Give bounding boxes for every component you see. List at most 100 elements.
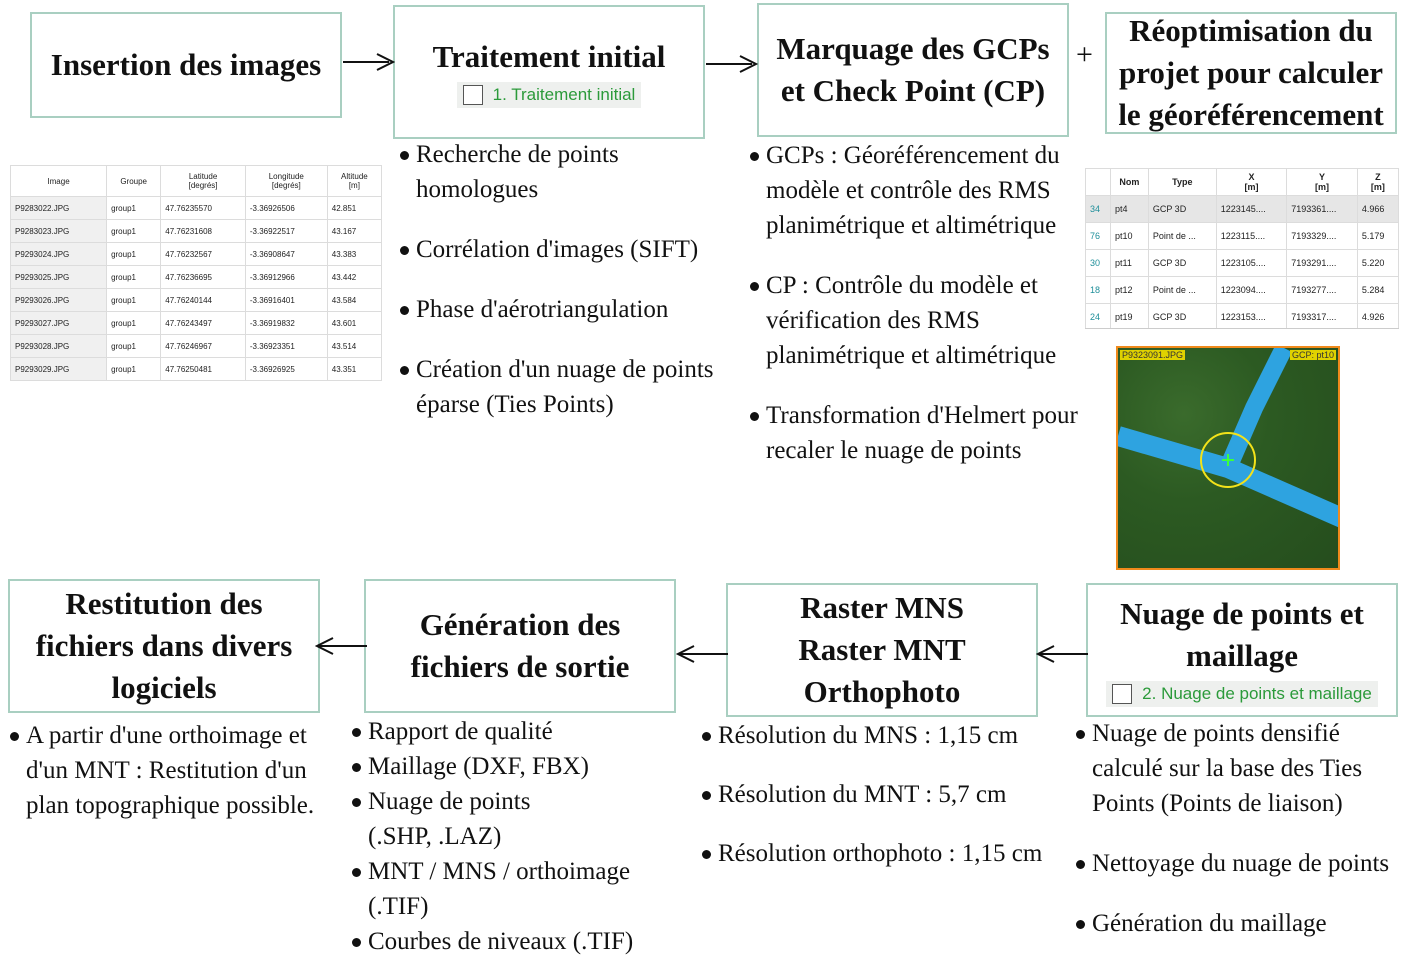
table-cell: 7193329.... — [1286, 222, 1358, 250]
table-cell: 7193291.... — [1286, 249, 1358, 277]
table-cell: P9293027.JPG — [9, 311, 108, 335]
arrow-right-icon — [343, 53, 395, 71]
bullet-item: Résolution orthophoto : 1,15 cm — [702, 836, 1082, 871]
table-cell: 47.76231608 — [160, 219, 246, 243]
arrow-left-icon — [1036, 645, 1088, 663]
table-cell: -3.36912966 — [244, 265, 328, 289]
bullet-item: Recherche de points homologues — [400, 137, 740, 207]
column-header[interactable]: X [m] — [1215, 168, 1288, 196]
table-cell: 76 — [1085, 222, 1111, 250]
table-header-row: Nom Type X [m] Y [m] Z [m] — [1085, 168, 1399, 196]
column-header[interactable]: Altitude [m] — [326, 165, 383, 197]
column-header[interactable]: Groupe — [106, 165, 162, 197]
column-header[interactable]: Type — [1147, 168, 1217, 196]
generation-bullets: Rapport de qualité Maillage (DXF, FBX) N… — [352, 714, 682, 959]
table-cell: 1223105.... — [1215, 249, 1288, 277]
table-cell: group1 — [106, 219, 162, 243]
restitution-bullets: A partir d'une orthoimage et d'un MNT : … — [10, 718, 320, 823]
table-cell: P9293028.JPG — [9, 334, 108, 358]
table-cell: 47.76240144 — [160, 288, 246, 312]
bullet-item: Courbes de niveaux (.TIF) — [352, 924, 682, 959]
table-cell: 43.351 — [326, 357, 383, 381]
checkbox-icon[interactable] — [1112, 684, 1133, 704]
table-cell: 5.220 — [1356, 249, 1399, 277]
gcp-photo[interactable]: P9323091.JPG GCP: pt10 — [1116, 346, 1340, 570]
traitement-checkbox[interactable]: 1. Traitement initial — [456, 82, 642, 108]
table-cell: 30 — [1085, 249, 1111, 277]
table-cell: Point de ... — [1147, 222, 1217, 250]
traitement-checkbox-label: 1. Traitement initial — [492, 85, 636, 104]
table-cell: group1 — [106, 357, 162, 381]
table-cell: 24 — [1085, 303, 1111, 328]
table-cell: P9283023.JPG — [9, 219, 108, 243]
table-cell: 7193361.... — [1286, 195, 1358, 223]
bullet-item: Nettoyage du nuage de points — [1076, 846, 1401, 881]
column-header[interactable]: Longitude [degrés] — [244, 165, 328, 197]
table-cell: group1 — [106, 196, 162, 220]
column-header[interactable]: Nom — [1110, 168, 1149, 196]
table-cell: 4.966 — [1356, 195, 1399, 223]
step-traitement-box: Traitement initial 1. Traitement initial — [393, 5, 705, 139]
step-reoptim-title: Réoptimisation du projet pour calculer l… — [1118, 13, 1384, 132]
column-header[interactable]: Latitude [degrés] — [160, 165, 246, 197]
step-marquage-box: Marquage des GCPs et Check Point (CP) — [757, 3, 1069, 137]
step-raster-title: Raster MNS Raster MNT Orthophoto — [798, 590, 966, 709]
table-cell: -3.36908647 — [244, 242, 328, 266]
table-cell: 7193277.... — [1286, 276, 1358, 304]
table-cell: 47.76243497 — [160, 311, 246, 335]
table-cell: -3.36916401 — [244, 288, 328, 312]
bullet-item: Maillage (DXF, FBX) — [352, 749, 682, 784]
nuage-bullets: Nuage de points densifié calculé sur la … — [1076, 716, 1401, 941]
step-restitution-box: Restitution des fichiers dans divers log… — [8, 579, 320, 713]
photo-image-name: P9323091.JPG — [1120, 350, 1186, 360]
table-cell: 47.76236695 — [160, 265, 246, 289]
table-cell: 1223153.... — [1215, 303, 1288, 328]
table-cell: -3.36926925 — [244, 357, 328, 381]
target-circle — [1200, 432, 1256, 488]
table-cell: group1 — [106, 334, 162, 358]
step-insertion-title: Insertion des images — [50, 47, 322, 82]
bullet-item: Génération du maillage — [1076, 906, 1401, 941]
step-generation-box: Génération des fichiers de sortie — [364, 579, 676, 713]
table-cell: 43.383 — [326, 242, 383, 266]
column-header[interactable]: Image — [9, 165, 108, 197]
bullet-item: CP : Contrôle du modèle et vérification … — [750, 268, 1080, 373]
table-cell: 43.601 — [326, 311, 383, 335]
nuage-checkbox[interactable]: 2. Nuage de points et maillage — [1106, 681, 1378, 707]
table-cell: 47.76232567 — [160, 242, 246, 266]
column-header[interactable]: Y [m] — [1286, 168, 1358, 196]
column-header[interactable]: Z [m] — [1356, 168, 1399, 196]
table-cell: P9283022.JPG — [9, 196, 108, 220]
table-cell: Point de ... — [1147, 276, 1217, 304]
step-traitement-title: Traitement initial — [432, 39, 666, 74]
arrow-left-icon — [315, 637, 367, 655]
table-cell: GCP 3D — [1147, 249, 1217, 277]
step-nuage-title: Nuage de points et maillage — [1120, 596, 1364, 673]
table-cell: 43.442 — [326, 265, 383, 289]
image-table: Image Groupe Latitude [degrés] Longitude… — [9, 165, 383, 381]
table-cell: -3.36926506 — [244, 196, 328, 220]
step-marquage-title: Marquage des GCPs et Check Point (CP) — [776, 31, 1050, 108]
bullet-item: Création d'un nuage de points éparse (Ti… — [400, 352, 740, 422]
checkbox-icon[interactable] — [462, 85, 483, 105]
table-cell: -3.36919832 — [244, 311, 328, 335]
bullet-item: Rapport de qualité — [352, 714, 682, 749]
table-cell: -3.36923351 — [244, 334, 328, 358]
table-cell: 34 — [1085, 195, 1111, 223]
step-restitution-title: Restitution des fichiers dans divers log… — [35, 586, 293, 705]
bullet-item: Transformation d'Helmert pour recaler le… — [750, 398, 1080, 468]
column-header — [1085, 168, 1111, 196]
